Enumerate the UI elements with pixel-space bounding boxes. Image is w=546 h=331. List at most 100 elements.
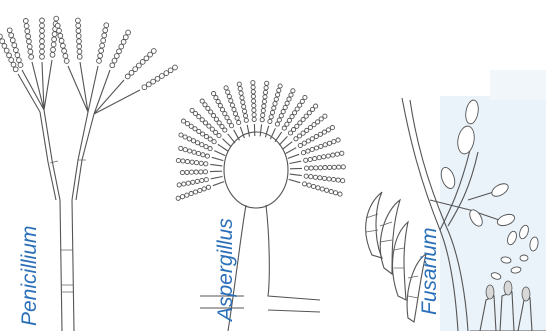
conidium	[314, 166, 318, 170]
conidium	[337, 165, 341, 169]
conidium	[281, 110, 285, 114]
conidium	[309, 166, 313, 170]
conidium	[52, 37, 57, 42]
conidium	[151, 49, 156, 54]
conidium	[189, 192, 193, 196]
phialide	[289, 161, 301, 163]
conidium	[110, 63, 115, 68]
conidium	[264, 86, 268, 90]
conidium	[142, 85, 147, 90]
conidium	[197, 129, 201, 133]
conidium	[340, 151, 344, 155]
conidium	[263, 90, 267, 94]
conidium	[289, 93, 293, 97]
conidium	[0, 34, 2, 39]
conidium	[316, 120, 320, 124]
conidium	[119, 44, 124, 49]
phialide	[211, 177, 223, 179]
conidium	[307, 111, 311, 115]
conidium	[27, 44, 32, 49]
conidium	[279, 114, 283, 118]
conidium	[50, 52, 55, 57]
conidium	[230, 103, 234, 107]
conidium	[63, 54, 68, 59]
conidium	[322, 176, 326, 180]
conidium	[204, 162, 208, 166]
conidium	[99, 48, 104, 53]
conidium	[102, 33, 107, 38]
conidium	[40, 23, 45, 28]
conidium	[237, 82, 241, 86]
conidium	[207, 124, 211, 128]
conidium	[100, 43, 105, 48]
conidium	[125, 74, 130, 79]
conidium	[185, 122, 189, 126]
conidium	[200, 143, 204, 147]
conidium	[76, 28, 81, 33]
conidium	[201, 132, 205, 136]
conidium	[309, 175, 313, 179]
conidium	[62, 49, 67, 54]
conidium	[77, 49, 82, 54]
conidium	[306, 139, 310, 143]
conidium	[332, 140, 336, 144]
conidium	[183, 135, 187, 139]
conidium	[176, 196, 180, 200]
phialide	[212, 157, 224, 160]
conidium	[13, 67, 18, 72]
conidium	[227, 94, 231, 98]
conidium	[226, 90, 230, 94]
conidium	[313, 175, 317, 179]
phialide	[228, 134, 235, 143]
conidium	[240, 96, 244, 100]
conidium	[318, 176, 322, 180]
conidium	[198, 188, 202, 192]
aspergillus-conidiophore	[228, 205, 320, 331]
conidium	[232, 107, 236, 111]
conidium	[199, 170, 203, 174]
conidium	[298, 103, 302, 107]
conidium	[76, 23, 81, 28]
conidium	[341, 179, 345, 183]
conidium	[77, 39, 82, 44]
penicillium-phialides-left	[22, 60, 52, 110]
conidium	[326, 128, 330, 132]
conidium	[251, 94, 255, 98]
conidium	[0, 39, 5, 44]
conidium	[195, 179, 199, 183]
conidium	[40, 44, 45, 49]
conidium	[194, 170, 198, 174]
phialide	[247, 125, 249, 137]
conidium	[11, 62, 16, 67]
conidium	[189, 124, 193, 128]
conidium	[191, 139, 195, 143]
phialide	[260, 124, 262, 136]
conidium	[188, 149, 192, 153]
conidium	[314, 134, 318, 138]
conidium	[200, 178, 204, 182]
conidium	[287, 118, 291, 122]
phialide	[218, 144, 228, 151]
phialide	[214, 151, 225, 156]
conidium	[203, 103, 207, 107]
conidium	[199, 161, 203, 165]
conidium	[40, 34, 45, 39]
conidium	[179, 133, 183, 137]
conidium	[251, 81, 255, 85]
conidium	[336, 178, 340, 182]
conidium	[77, 44, 82, 49]
phialide	[279, 136, 287, 145]
conidium	[327, 177, 331, 181]
conidium	[212, 92, 216, 96]
conidium	[15, 53, 20, 58]
phialide	[275, 132, 282, 142]
fusarium-drawing	[366, 98, 546, 331]
conidium	[277, 88, 281, 92]
phialide	[213, 182, 224, 186]
conidium	[331, 153, 335, 157]
conidium	[40, 28, 45, 33]
conidium	[191, 180, 195, 184]
phialide	[289, 179, 301, 182]
conidium	[243, 114, 247, 118]
